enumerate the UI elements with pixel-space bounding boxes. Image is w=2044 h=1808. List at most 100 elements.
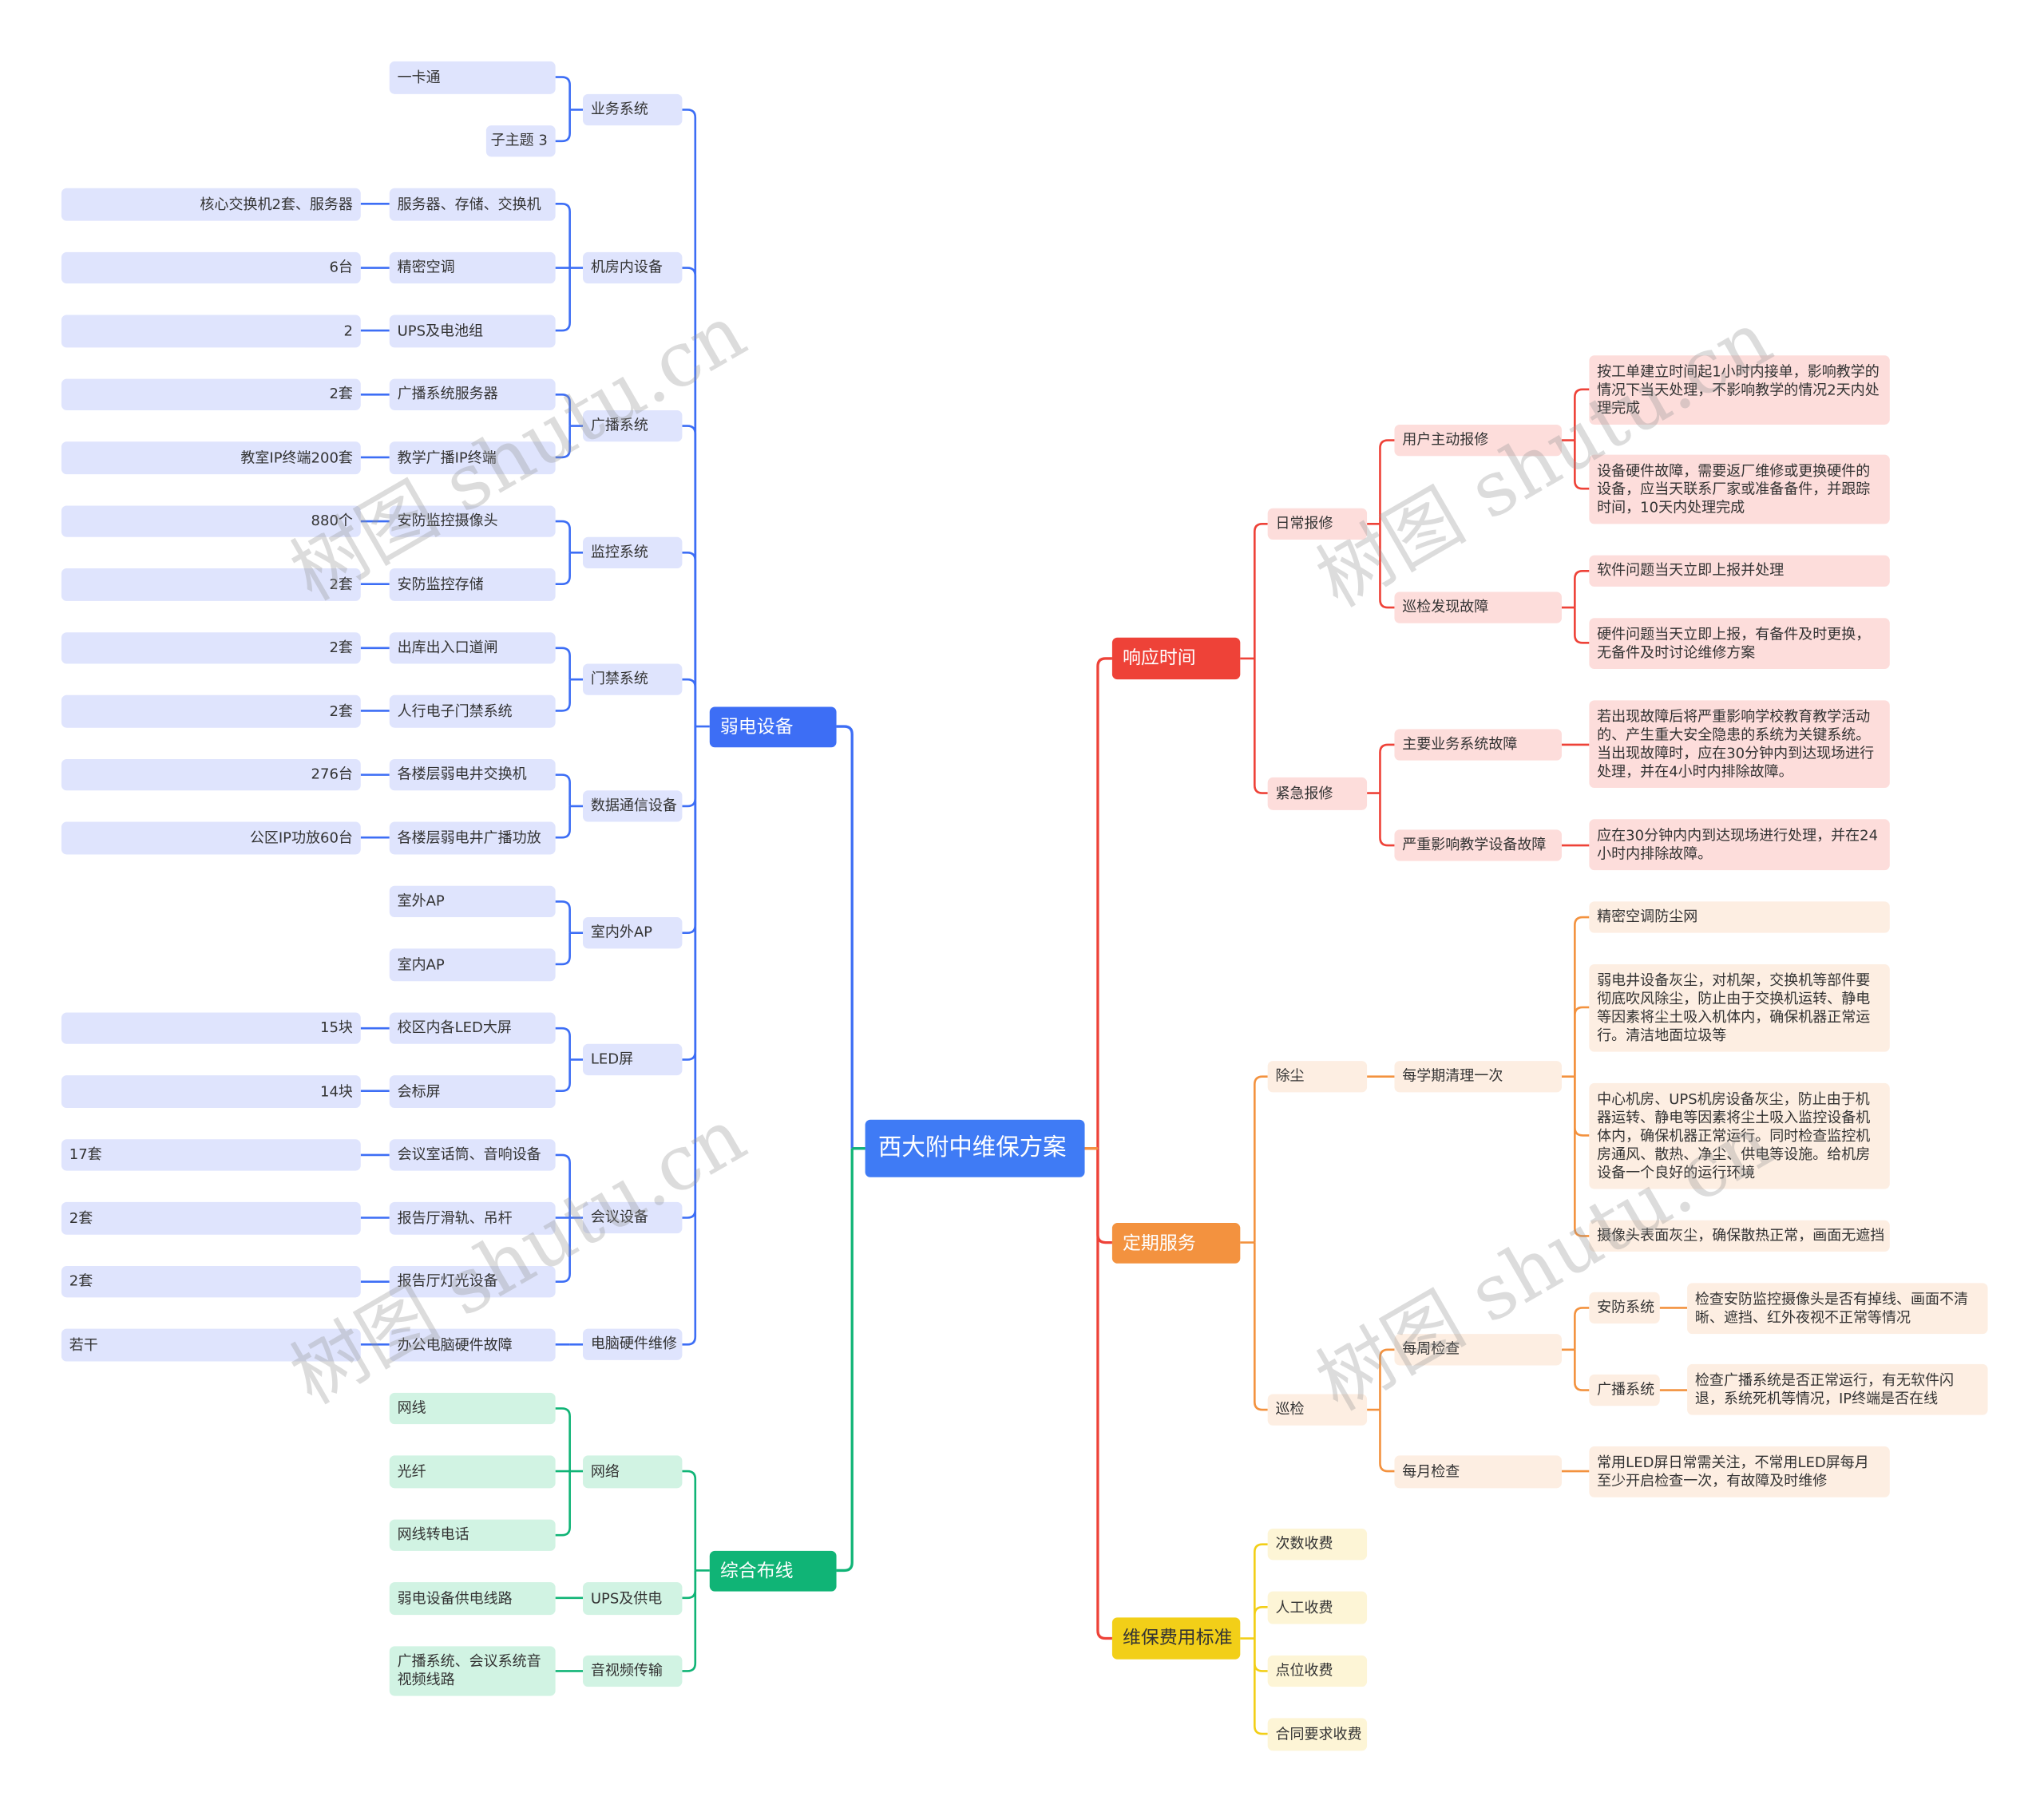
detail-security-1[interactable]: 检查安防监控摄像头是否有掉线、画面不清晰、遮挡、红外夜视不正常等情况 (1687, 1283, 1988, 1335)
sub-teaching-device[interactable]: 严重影响教学设备故障 (1394, 829, 1562, 861)
topic-wiring[interactable]: 综合布线 (709, 1550, 837, 1592)
detail-monthly-1[interactable]: 常用LED屏日常需关注，不常用LED屏每月至少开启检查一次，有故障及时维修 (1589, 1446, 1890, 1497)
value-monitor-storage[interactable]: 2套 (61, 568, 361, 601)
detail-patrol-1[interactable]: 软件问题当天立即上报并处理 (1589, 555, 1890, 587)
detail-dust-4[interactable]: 摄像头表面灰尘，确保散热正常，画面无遮挡 (1589, 1220, 1890, 1252)
detail-patrol-2[interactable]: 硬件问题当天立即上报，有备件及时更换，无备件及时讨论维修方案 (1589, 618, 1890, 670)
sub-daily-repair[interactable]: 日常报修 (1267, 508, 1368, 540)
connector (555, 1027, 571, 1060)
item-servers[interactable]: 服务器、存储、交换机 (389, 188, 556, 221)
value-camera[interactable]: 880个 (61, 505, 361, 537)
topic-fee-standard[interactable]: 维保费用标准 (1111, 1617, 1241, 1660)
connector (682, 267, 697, 727)
item-monitor-storage[interactable]: 安防监控存储 (389, 568, 556, 601)
item-camera[interactable]: 安防监控摄像头 (389, 505, 556, 537)
detail-broadcast-1[interactable]: 检查广播系统是否正常运行，有无软件闪退，系统死机等情况，IP终端是否在线 (1687, 1363, 1988, 1415)
item-indoor-ap[interactable]: 室内AP (389, 948, 556, 982)
item-logo-screen[interactable]: 会标屏 (389, 1075, 556, 1109)
detail-dust-1[interactable]: 精密空调防尘网 (1589, 901, 1890, 933)
connector (1574, 569, 1590, 608)
value-gate[interactable]: 2套 (61, 632, 361, 664)
item-gate[interactable]: 出库出入口道闸 (389, 632, 556, 664)
detail-user-2[interactable]: 设备硬件故障，需要返厂维修或更换硬件的设备，应当天联系厂家或准备备件，并跟踪时间… (1589, 454, 1890, 524)
value-broadcast-terminal[interactable]: 教室IP终端200套 (61, 441, 361, 475)
connector (1254, 1638, 1268, 1735)
item-broadcast-terminal[interactable]: 教学广播IP终端 (389, 441, 556, 475)
value-door-access[interactable]: 2套 (61, 694, 361, 728)
sub-inspection[interactable]: 巡检 (1267, 1394, 1368, 1426)
item-broadcast-server[interactable]: 广播系统服务器 (389, 378, 556, 410)
sub-each-term[interactable]: 每学期清理一次 (1394, 1061, 1562, 1093)
sub-major-system[interactable]: 主要业务系统故障 (1394, 729, 1562, 761)
item-led-screen[interactable]: 校区内各LED大屏 (389, 1012, 556, 1044)
value-office-pc[interactable]: 若干 (61, 1328, 361, 1362)
group-led[interactable]: LED屏 (583, 1043, 683, 1076)
group-datacomm[interactable]: 数据通信设备 (583, 790, 683, 822)
item-av-line[interactable]: 广播系统、会议系统音视频线路 (389, 1646, 556, 1696)
fee-labor[interactable]: 人工收费 (1267, 1591, 1368, 1624)
fee-per-point[interactable]: 点位收费 (1267, 1655, 1368, 1687)
item-rail[interactable]: 报告厅滑轨、吊杆 (389, 1201, 556, 1235)
group-monitor[interactable]: 监控系统 (583, 536, 683, 569)
detail-teaching-1[interactable]: 应在30分钟内内到达现场进行处理，并在24小时内排除故障。 (1589, 819, 1890, 871)
group-meeting[interactable]: 会议设备 (583, 1201, 683, 1234)
group-machine-room[interactable]: 机房内设备 (583, 251, 683, 284)
group-access[interactable]: 门禁系统 (583, 663, 683, 695)
item-card[interactable]: 一卡通 (389, 61, 556, 94)
item-precision-ac[interactable]: 精密空调 (389, 251, 556, 284)
sub-dust[interactable]: 除尘 (1267, 1061, 1368, 1093)
item-cable[interactable]: 网线 (389, 1392, 556, 1425)
item-fiber[interactable]: 光纤 (389, 1455, 556, 1489)
sub-urgent-repair[interactable]: 紧急报修 (1267, 777, 1368, 810)
group-pc-repair[interactable]: 电脑硬件维修 (583, 1328, 683, 1360)
item-floor-switch[interactable]: 各楼层弱电井交换机 (389, 758, 556, 791)
group-ups-power[interactable]: UPS及供电 (583, 1582, 683, 1616)
value-lighting[interactable]: 2套 (61, 1266, 361, 1298)
connector (1254, 1242, 1268, 1411)
item-cable-phone[interactable]: 网线转电话 (389, 1519, 556, 1551)
group-ap[interactable]: 室内外AP (583, 917, 683, 949)
sub-patrol-fault[interactable]: 巡检发现故障 (1394, 591, 1562, 623)
group-business[interactable]: 业务系统 (583, 93, 683, 126)
item-outdoor-ap[interactable]: 室外AP (389, 885, 556, 918)
connector (682, 726, 697, 934)
item-power-line[interactable]: 弱电设备供电线路 (389, 1582, 556, 1616)
detail-user-1[interactable]: 按工单建立时间起1小时内接单，影响教学的情况下当天处理，不影响教学的情况2天内处… (1589, 355, 1890, 425)
item-lighting[interactable]: 报告厅灯光设备 (389, 1266, 556, 1298)
sub-broadcast-system[interactable]: 广播系统 (1589, 1374, 1660, 1406)
sub-security-system[interactable]: 安防系统 (1589, 1292, 1660, 1324)
fee-contract[interactable]: 合同要求收费 (1267, 1718, 1368, 1751)
value-floor-amp[interactable]: 公区IP功放60台 (61, 821, 361, 855)
sub-weekly[interactable]: 每周检查 (1394, 1334, 1562, 1366)
group-network[interactable]: 网络 (583, 1455, 683, 1489)
value-ups[interactable]: 2 (61, 315, 361, 348)
value-floor-switch[interactable]: 276台 (61, 758, 361, 791)
item-ups[interactable]: UPS及电池组 (389, 315, 556, 348)
value-broadcast-server[interactable]: 2套 (61, 378, 361, 410)
detail-dust-3[interactable]: 中心机房、UPS机房设备灰尘，防止由于机器运转、静电等因素将尘土吸入监控设备机体… (1589, 1082, 1890, 1189)
sub-monthly[interactable]: 每月检查 (1394, 1455, 1562, 1489)
item-subtopic-3[interactable]: 子主题 3 (485, 125, 556, 157)
value-servers[interactable]: 核心交换机2套、服务器 (61, 188, 361, 221)
topic-weak-current[interactable]: 弱电设备 (709, 706, 837, 748)
root-topic[interactable]: 西大附中维保方案 (865, 1119, 1085, 1177)
topic-periodic-service[interactable]: 定期服务 (1111, 1223, 1241, 1264)
item-office-pc[interactable]: 办公电脑硬件故障 (389, 1328, 556, 1362)
value-precision-ac[interactable]: 6台 (61, 251, 361, 284)
value-rail[interactable]: 2套 (61, 1201, 361, 1235)
item-floor-amp[interactable]: 各楼层弱电井广播功放 (389, 821, 556, 855)
group-broadcast[interactable]: 广播系统 (583, 409, 683, 442)
item-mic-audio[interactable]: 会议室话筒、音响设备 (389, 1139, 556, 1171)
detail-major-1[interactable]: 若出现故障后将严重影响学校教育教学活动的、产生重大安全隐患的系统为关键系统。当出… (1589, 700, 1890, 788)
connector (555, 805, 571, 839)
value-led-screen[interactable]: 15块 (61, 1012, 361, 1044)
value-mic-audio[interactable]: 17套 (61, 1139, 361, 1171)
value-logo-screen[interactable]: 14块 (61, 1075, 361, 1109)
fee-per-visit[interactable]: 次数收费 (1267, 1529, 1368, 1561)
detail-dust-2[interactable]: 弱电井设备灰尘，对机架，交换机等部件要彻底吹风除尘，防止由于交换机运转、静电等因… (1589, 963, 1890, 1052)
group-av[interactable]: 音视频传输 (583, 1655, 683, 1687)
sub-user-report[interactable]: 用户主动报修 (1394, 424, 1562, 457)
connector (682, 726, 697, 808)
item-door-access[interactable]: 人行电子门禁系统 (389, 694, 556, 728)
topic-response-time[interactable]: 响应时间 (1111, 637, 1241, 680)
